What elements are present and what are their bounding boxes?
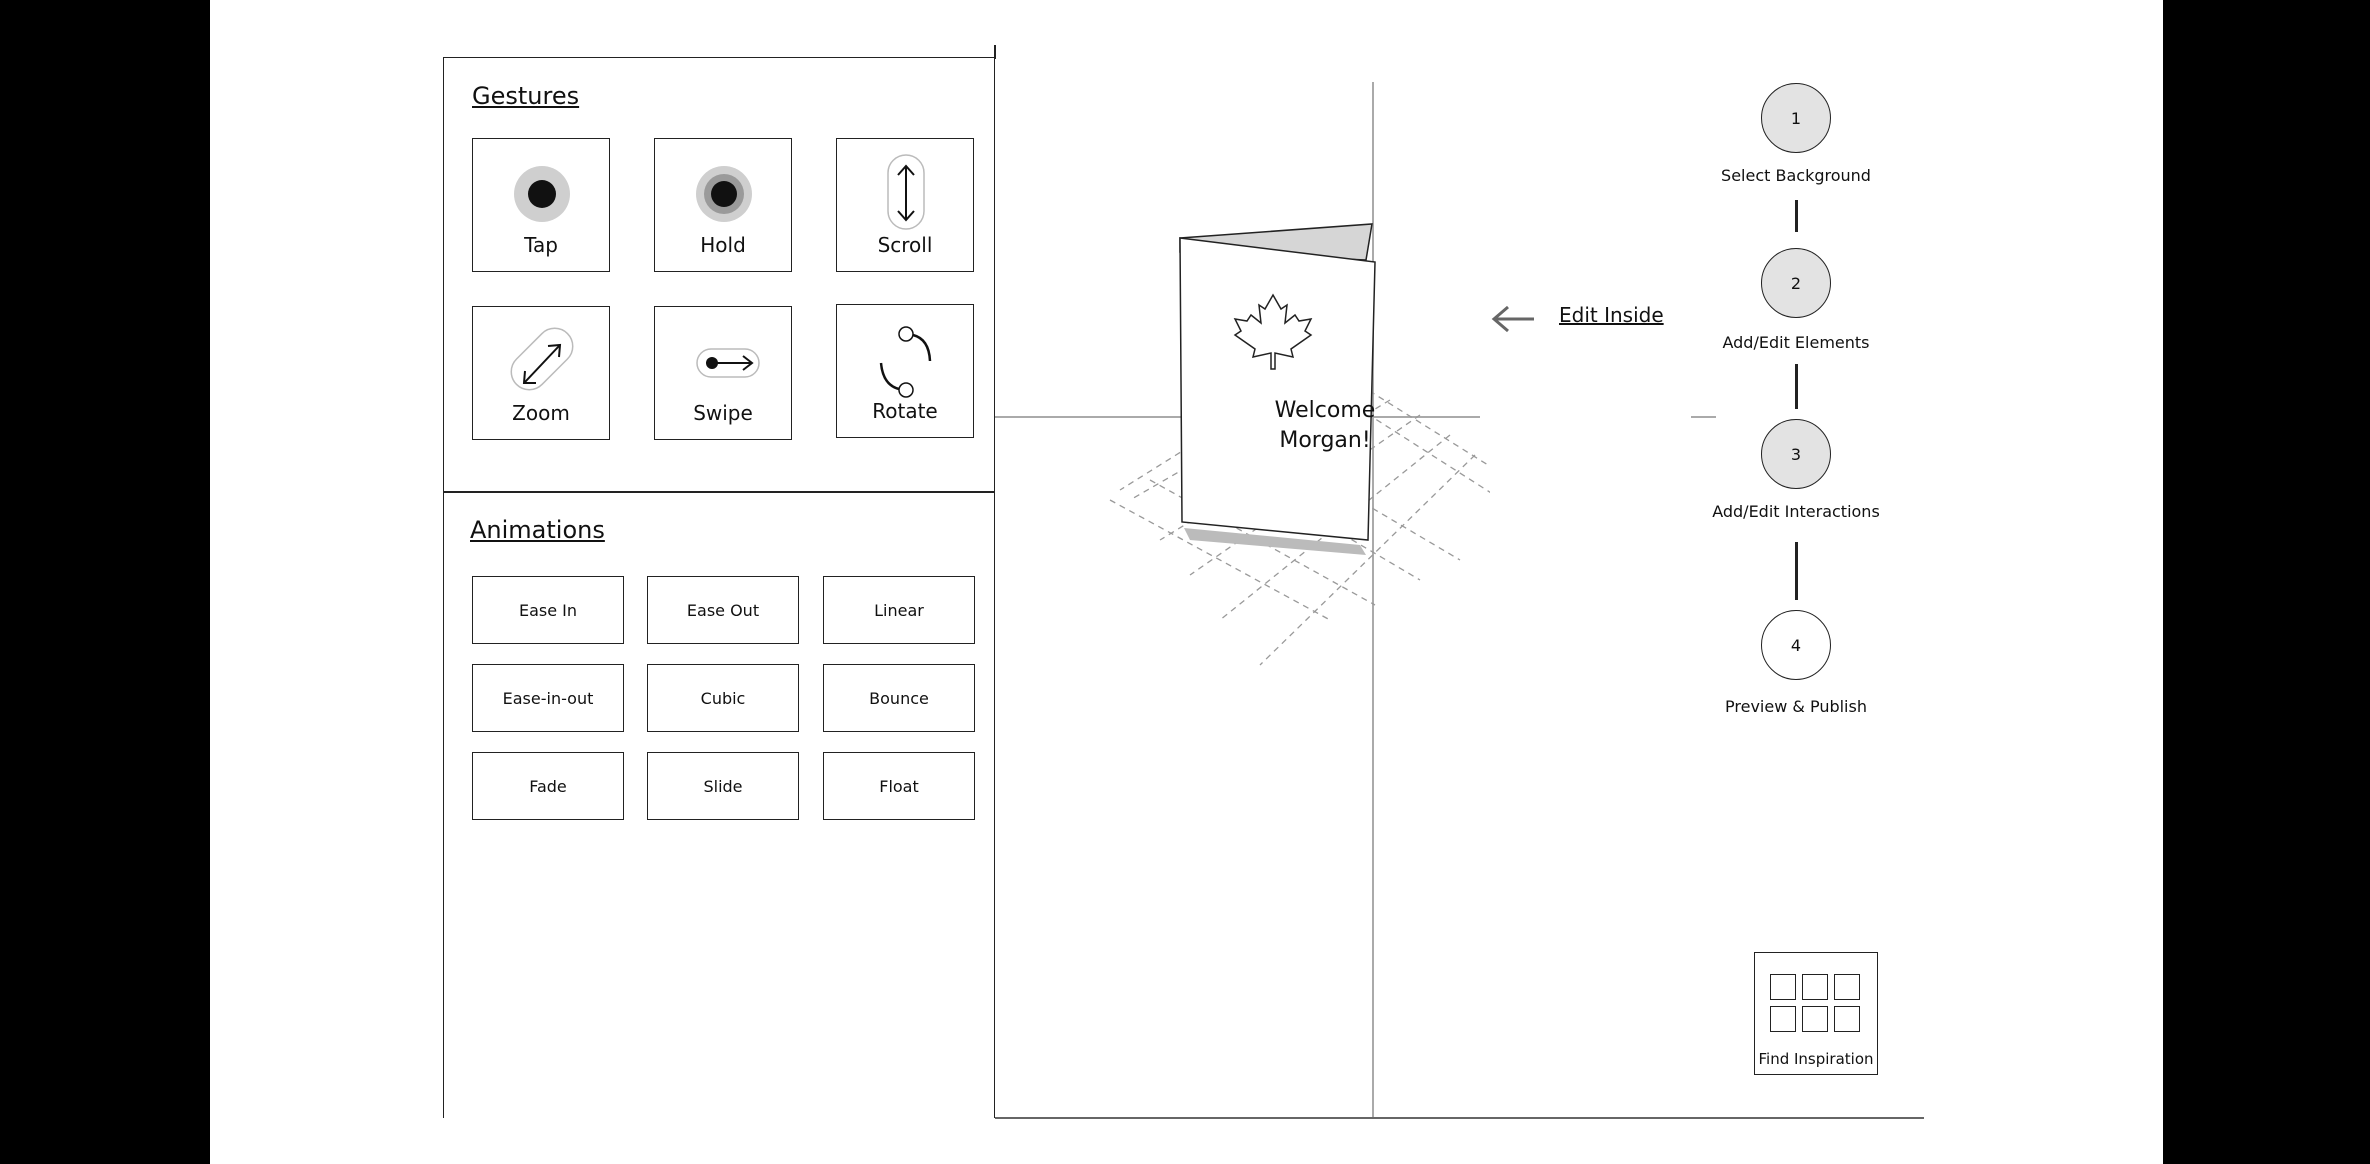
- gesture-label: Scroll: [877, 233, 933, 257]
- gesture-hold[interactable]: Hold: [654, 138, 792, 272]
- grid-tile-icon: [1770, 1006, 1796, 1032]
- rotate-icon: [879, 326, 932, 398]
- panel-edge: [994, 45, 996, 59]
- gesture-label: Hold: [700, 233, 746, 257]
- gestures-title: Gestures: [472, 82, 580, 110]
- scroll-icon: [887, 154, 925, 230]
- anim-linear-button[interactable]: Linear: [823, 576, 975, 644]
- gesture-label: Zoom: [512, 401, 570, 425]
- step-4-label: Preview & Publish: [1725, 697, 1867, 716]
- anim-slide-button[interactable]: Slide: [647, 752, 799, 820]
- step-connector: [1795, 200, 1798, 232]
- card-line-2: Morgan!: [1279, 428, 1371, 453]
- anim-cubic-button[interactable]: Cubic: [647, 664, 799, 732]
- find-inspiration-label: Find Inspiration: [1758, 1050, 1874, 1068]
- step-3-circle[interactable]: 3: [1761, 419, 1831, 489]
- gesture-zoom[interactable]: Zoom: [472, 306, 610, 440]
- swipe-icon: [696, 348, 760, 378]
- grid-tile-icon: [1834, 974, 1860, 1000]
- anim-ease-out-button[interactable]: Ease Out: [647, 576, 799, 644]
- greeting-card-preview[interactable]: [1090, 200, 1490, 680]
- grid-tile-icon: [1834, 1006, 1860, 1032]
- card-line-1: Welcome: [1274, 398, 1376, 423]
- step-2-label: Add/Edit Elements: [1722, 333, 1870, 352]
- anim-bounce-button[interactable]: Bounce: [823, 664, 975, 732]
- anim-ease-in-out-button[interactable]: Ease-in-out: [472, 664, 624, 732]
- guide-vertical: [1372, 82, 1374, 1118]
- card-greeting: Welcome Morgan!: [1260, 396, 1390, 456]
- guide-horizontal-tail: [1691, 416, 1716, 418]
- grid-tile-icon: [1770, 974, 1796, 1000]
- panel-divider: [443, 491, 995, 493]
- step-1-label: Select Background: [1721, 166, 1871, 185]
- find-inspiration-button[interactable]: Find Inspiration: [1754, 952, 1878, 1075]
- zoom-icon: [510, 327, 574, 391]
- grid-tile-icon: [1802, 974, 1828, 1000]
- step-3-label: Add/Edit Interactions: [1712, 502, 1880, 521]
- arrow-left-icon: [1491, 305, 1534, 333]
- step-2-circle[interactable]: 2: [1761, 248, 1831, 318]
- canvas: Gestures Tap Hold Scroll: [210, 0, 2163, 1164]
- gesture-tap[interactable]: Tap: [472, 138, 610, 272]
- tools-panel: [443, 57, 995, 1118]
- hold-icon: [696, 166, 752, 222]
- step-connector: [1795, 364, 1798, 409]
- tap-icon: [514, 166, 570, 222]
- anim-fade-button[interactable]: Fade: [472, 752, 624, 820]
- anim-float-button[interactable]: Float: [823, 752, 975, 820]
- gesture-rotate[interactable]: Rotate: [836, 304, 974, 438]
- gesture-swipe[interactable]: Swipe: [654, 306, 792, 440]
- edit-inside-link[interactable]: Edit Inside: [1559, 303, 1664, 327]
- gesture-label: Rotate: [872, 399, 938, 423]
- gesture-label: Tap: [524, 233, 558, 257]
- grid-tile-icon: [1802, 1006, 1828, 1032]
- canvas-bottom-edge: [995, 1117, 1924, 1119]
- anim-ease-in-button[interactable]: Ease In: [472, 576, 624, 644]
- step-4-circle[interactable]: 4: [1761, 610, 1831, 680]
- step-connector: [1795, 542, 1798, 600]
- animations-title: Animations: [470, 516, 605, 544]
- gesture-scroll[interactable]: Scroll: [836, 138, 974, 272]
- step-1-circle[interactable]: 1: [1761, 83, 1831, 153]
- maple-leaf-icon: [1233, 293, 1313, 370]
- gesture-label: Swipe: [693, 401, 753, 425]
